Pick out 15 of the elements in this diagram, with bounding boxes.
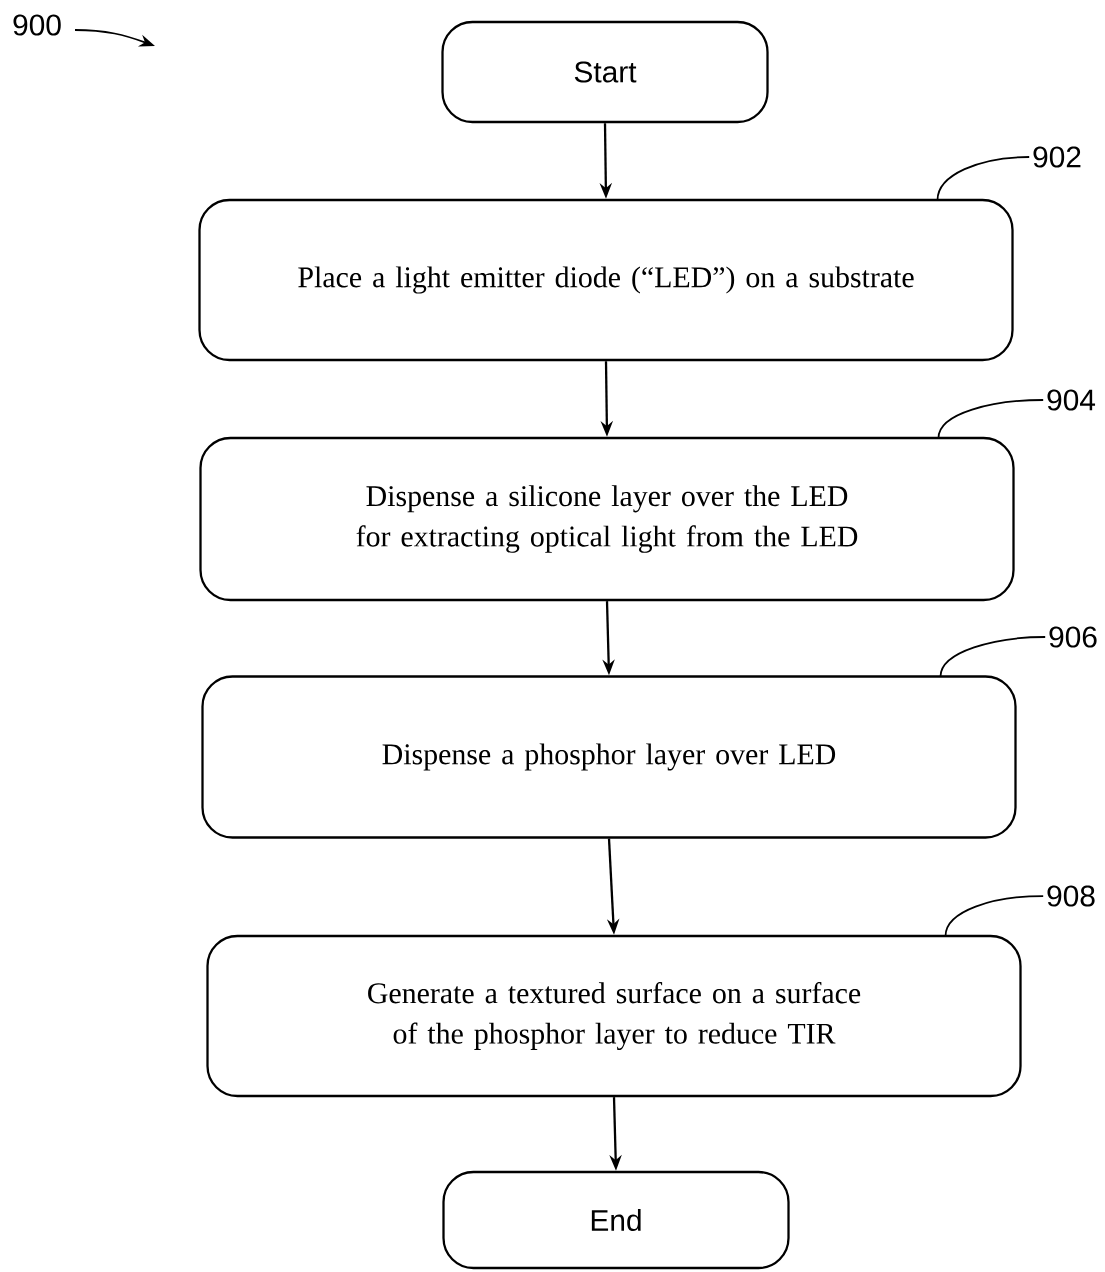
process-box: Dispense a phosphor layer over LED: [201, 675, 1017, 839]
figure-number: 900: [13, 14, 61, 36]
process-box: Place a light emitter diode (“LED”) on a substrate: [198, 198, 1014, 362]
reference-number: 906: [1049, 626, 1097, 648]
reference-number: 902: [1033, 146, 1081, 168]
process-box: Dispense a silicone layer over the LED for extracting optical light from the LED: [199, 436, 1015, 602]
terminal-box: End: [442, 1170, 790, 1270]
leader-line: [936, 156, 1031, 201]
process-box: Generate a textured surface on a surface of the phosphor layer to reduce TIR: [206, 934, 1022, 1098]
reference-number: 904: [1047, 389, 1096, 411]
leader-line: [939, 636, 1047, 678]
reference-number: 908: [1047, 885, 1095, 907]
terminal-box: Start: [441, 20, 769, 124]
leader-line: [937, 399, 1045, 439]
leader-line: [944, 895, 1045, 937]
